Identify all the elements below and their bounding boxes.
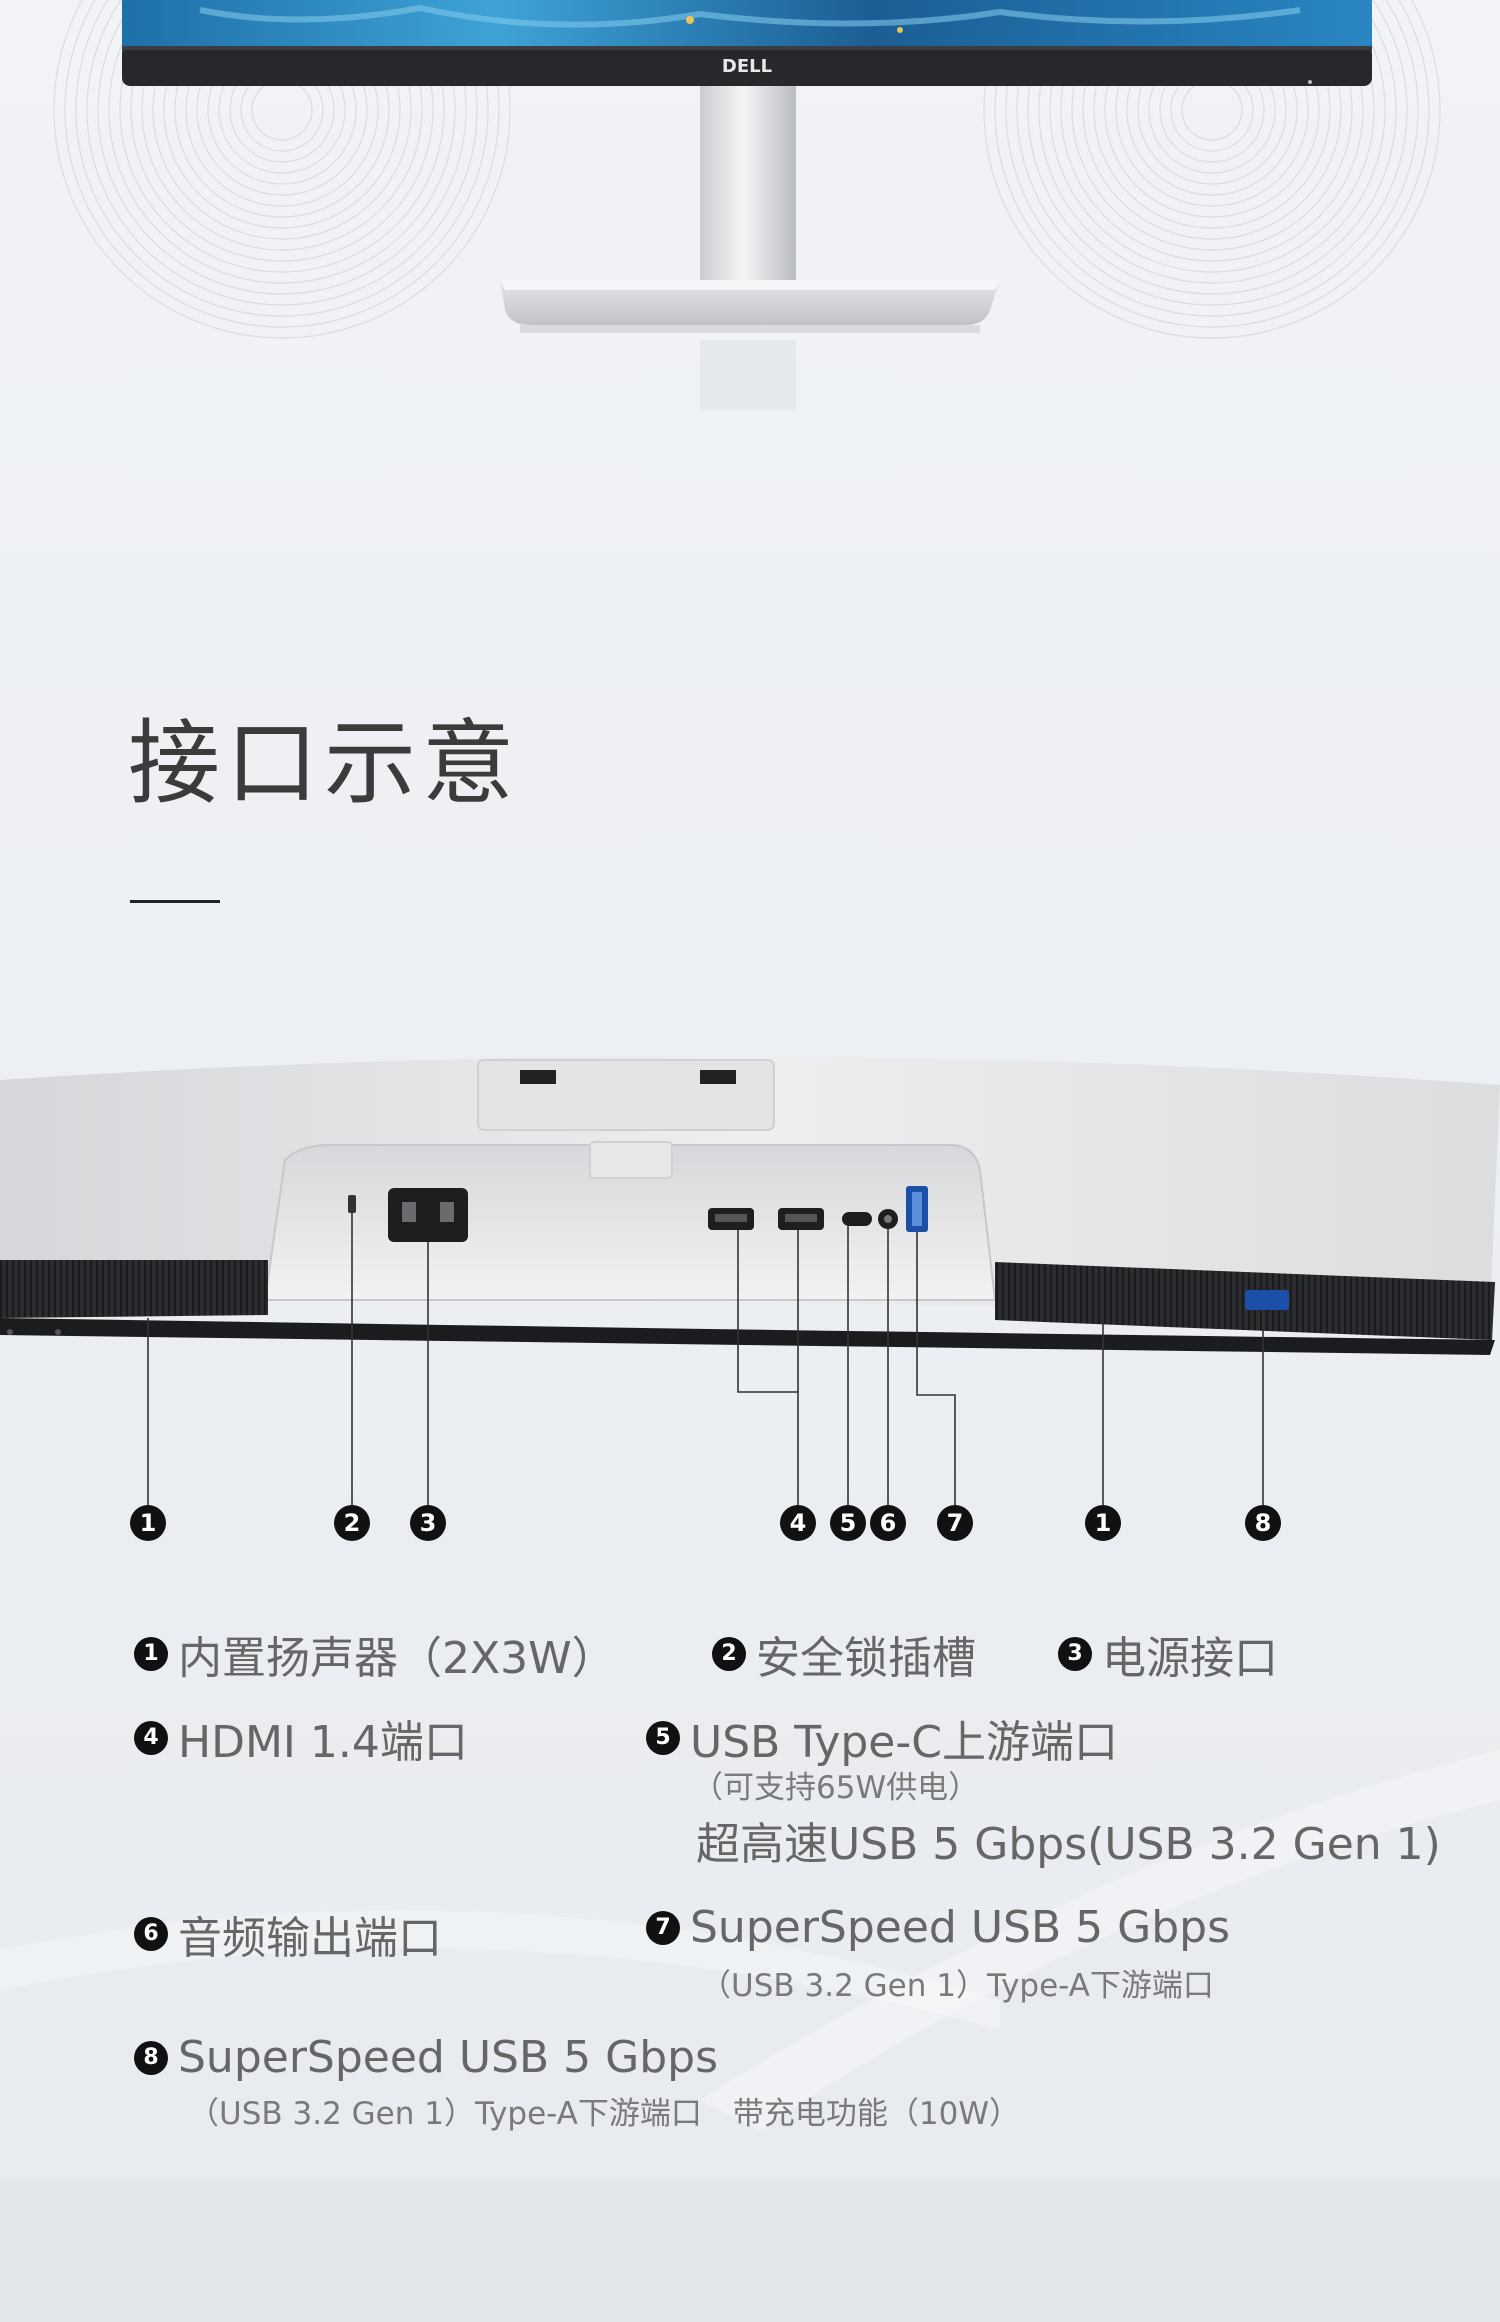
legend-item-usb-a-rear: 7 SuperSpeed USB 5 Gbps (646, 1902, 1230, 1953)
legend-usb-c-speed-label: 超高速USB 5 Gbps (696, 1819, 1088, 1870)
callout-7: 7 (937, 1505, 973, 1541)
legend-label-speakers: 内置扬声器（2X3W） (178, 1633, 616, 1684)
callout-1-left: 1 (130, 1505, 166, 1541)
legend-item-power: 3 电源接口 (1058, 1622, 1278, 1686)
speaker-ring (86, 0, 478, 306)
speaker-ring (1082, 0, 1342, 240)
legend-usb-c-speed: 超高速USB 5 Gbps(USB 3.2 Gen 1) (696, 1808, 1441, 1872)
legend-label-hdmi: HDMI 1.4端口 (178, 1717, 468, 1768)
legend-label-usb-c: USB Type-C上游端口 (690, 1717, 1118, 1768)
speaker-rings-left (53, 0, 511, 339)
legend-label-audio: 音频输出端口 (178, 1913, 442, 1964)
speaker-ring (130, 0, 434, 262)
legend-badge-8: 8 (134, 2040, 168, 2075)
legend-label-usb-a-rear: SuperSpeed USB 5 Gbps (690, 1902, 1230, 1953)
callout-8: 8 (1245, 1505, 1281, 1541)
speaker-ring (1060, 0, 1364, 262)
speaker-ring (97, 0, 467, 295)
legend-note-usb-a-rear: （USB 3.2 Gen 1）Type-A下游端口 (700, 1968, 1214, 2004)
legend-badge-5: 5 (646, 1721, 680, 1755)
callout-6: 6 (870, 1505, 906, 1541)
speaker-ring (1016, 0, 1408, 306)
legend-item-audio: 6 音频输出端口 (134, 1902, 442, 1966)
speaker-ring (163, 0, 401, 229)
legend-item-usb-a-side: 8 SuperSpeed USB 5 Gbps (134, 2032, 718, 2083)
legend-item-speakers: 1 内置扬声器（2X3W） (134, 1622, 616, 1686)
speaker-ring (1071, 0, 1353, 251)
legend-label-usb-a-side: SuperSpeed USB 5 Gbps (178, 2032, 718, 2083)
legend-usb-c-speed-spec: (USB 3.2 Gen 1) (1087, 1819, 1441, 1870)
legend-badge-3: 3 (1058, 1637, 1092, 1671)
callout-1-right: 1 (1085, 1505, 1121, 1541)
legend-badge-7: 7 (646, 1910, 680, 1945)
speaker-ring (1038, 0, 1386, 284)
legend-item-hdmi: 4 HDMI 1.4端口 (134, 1706, 468, 1770)
legend-label-power: 电源接口 (1102, 1633, 1278, 1684)
dell-logo: DELL (722, 56, 772, 77)
legend-badge-2: 2 (712, 1637, 746, 1671)
speaker-ring (152, 0, 412, 240)
speaker-ring (1005, 0, 1419, 317)
speaker-ring (983, 0, 1441, 339)
speaker-ring (119, 0, 445, 273)
speaker-ring (75, 0, 489, 317)
legend-badge-1: 1 (134, 1637, 168, 1671)
speaker-ring (64, 0, 500, 328)
speaker-ring (994, 0, 1430, 328)
section-title: 接口示意 (128, 710, 521, 817)
legend-note-usb-a-side: （USB 3.2 Gen 1）Type-A下游端口 带充电功能（10W） (188, 2096, 1020, 2132)
legend-item-lock-slot: 2 安全锁插槽 (712, 1622, 976, 1686)
callout-5: 5 (830, 1505, 866, 1541)
speaker-ring (108, 0, 456, 284)
legend-label-lock-slot: 安全锁插槽 (756, 1633, 976, 1684)
legend-badge-4: 4 (134, 1721, 168, 1755)
callout-2: 2 (334, 1505, 370, 1541)
legend-item-usb-c: 5 USB Type-C上游端口 (646, 1706, 1118, 1770)
speaker-ring (53, 0, 511, 339)
callout-3: 3 (410, 1505, 446, 1541)
callout-4: 4 (780, 1505, 816, 1541)
speaker-ring (1027, 0, 1397, 295)
speaker-ring (1093, 0, 1331, 229)
title-divider (130, 900, 220, 903)
speaker-ring (141, 0, 423, 251)
speaker-ring (1049, 0, 1375, 273)
legend-note-usb-c-power: （可支持65W供电） (692, 1770, 980, 1806)
legend-badge-6: 6 (134, 1917, 168, 1951)
